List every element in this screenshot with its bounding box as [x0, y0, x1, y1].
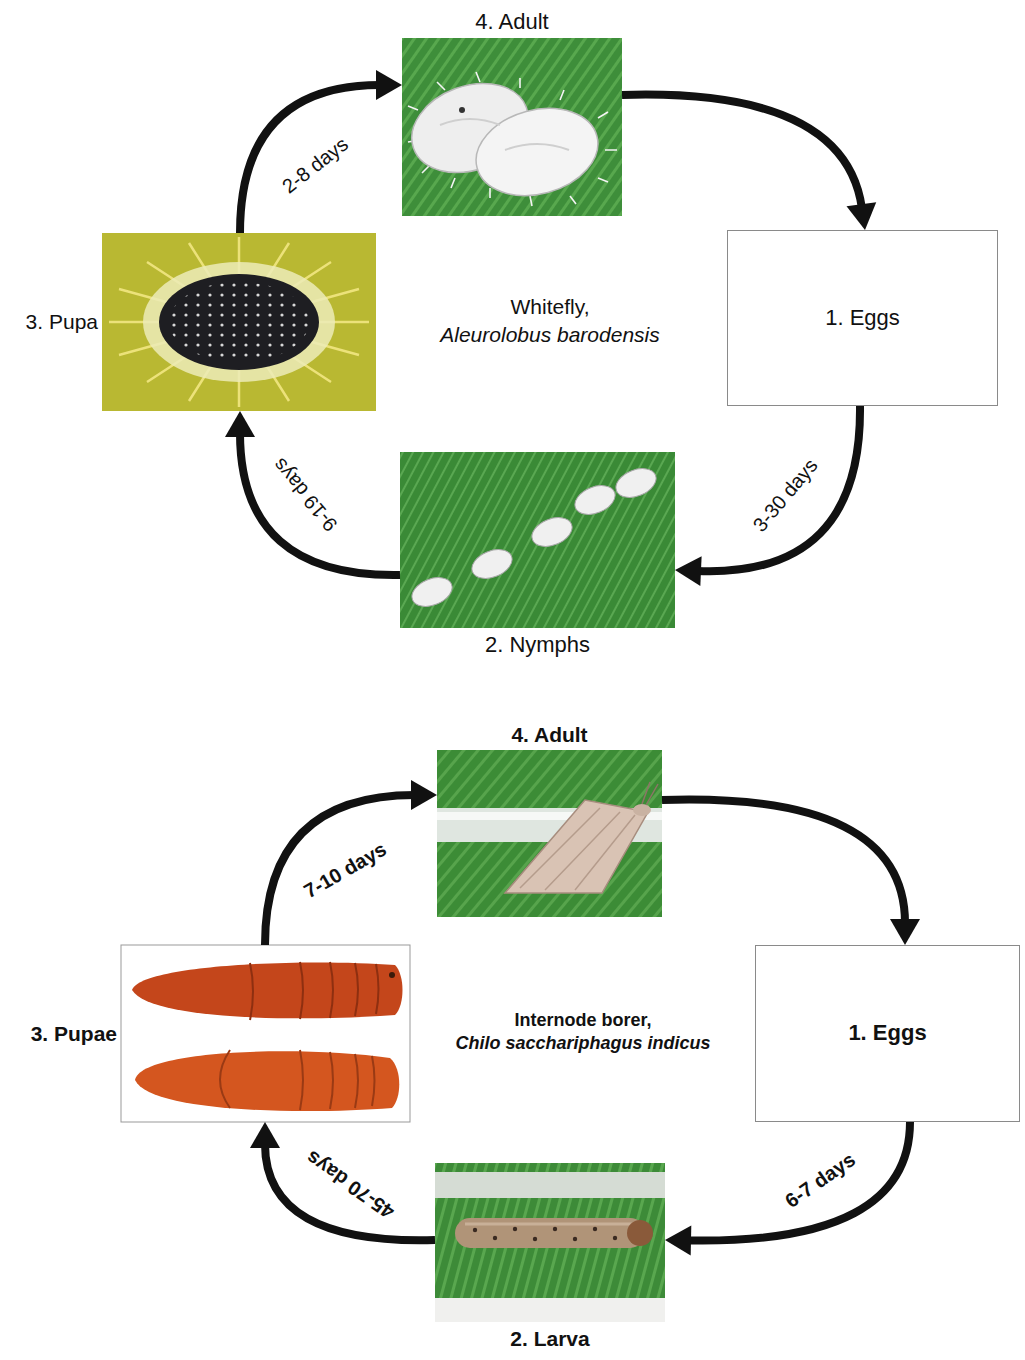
stage-label: 3. Pupae — [31, 1021, 117, 1046]
arrow-line — [687, 1122, 910, 1241]
arrow-head — [250, 1122, 280, 1148]
stage-photo: 2. Larva — [435, 1163, 665, 1322]
whitefly-pupa-photo-part — [143, 262, 335, 382]
moth-larva-photo-part — [627, 1220, 653, 1246]
arrow-line — [662, 800, 905, 923]
arrow-head — [847, 202, 877, 230]
moth-adult-photo-part — [633, 804, 651, 816]
moth-pupae-photo-part — [135, 1051, 399, 1111]
moth-larva-photo — [435, 1163, 665, 1322]
cycle-arrow — [250, 1122, 435, 1240]
stage-photo: 4. Adult — [402, 38, 622, 216]
arrow-head — [890, 919, 920, 945]
moth-adult-photo-part — [520, 808, 635, 890]
moth-adult-photo-part — [437, 750, 662, 917]
whitefly-nymphs-photo-part — [400, 452, 675, 628]
duration-label: 2-8 days — [277, 132, 352, 198]
moth-larva-photo-part — [465, 1223, 640, 1226]
duration-label: 7-10 days — [300, 837, 391, 903]
whitefly-adult-photo-part — [459, 107, 465, 113]
stage-label: 2. Larva — [510, 1326, 589, 1351]
stage-label: 2. Nymphs — [485, 632, 590, 658]
whitefly-nymphs-photo-part — [571, 480, 620, 520]
whitefly-pupa-photo-part — [102, 233, 376, 411]
whitefly-nymphs-photo-part — [408, 572, 457, 612]
stage-label: 1. Eggs — [825, 305, 900, 331]
arrow-head — [225, 411, 255, 437]
duration-label: 9-19 days — [268, 454, 343, 537]
moth-larva-photo-part — [435, 1298, 665, 1322]
whitefly-nymphs-photo-part — [468, 544, 517, 584]
moth-pupae-photo-part — [250, 962, 379, 1020]
whitefly-adult-photo-part — [440, 119, 569, 150]
moth-larva-photo-part — [593, 1227, 597, 1231]
cycle-arrow — [265, 780, 437, 945]
cycle-arrow — [665, 1122, 910, 1256]
cycle-arrow — [675, 406, 860, 586]
duration-label: 6-7 days — [780, 1147, 859, 1213]
arrow-line — [622, 95, 862, 209]
moth-larva-photo-part — [513, 1227, 517, 1231]
stage-box: 1. Eggs — [755, 945, 1020, 1122]
arrow-line — [265, 795, 415, 945]
cycle-arrow — [225, 411, 400, 575]
stage-photo: 3. Pupae — [121, 945, 410, 1122]
moth-larva-photo-part — [435, 1172, 665, 1198]
moth-pupae-photo-part — [121, 945, 410, 1122]
whitefly-pupa-photo-part — [109, 237, 369, 407]
stage-label: 4. Adult — [475, 9, 548, 35]
arrow-head — [675, 556, 702, 586]
moth-adult-photo-part — [505, 800, 648, 893]
stage-photo: 3. Pupa — [102, 233, 376, 411]
arrow-line — [240, 85, 380, 233]
species-name: Internode borer, — [514, 1010, 651, 1032]
moth-pupae-photo-part — [389, 972, 395, 978]
moth-adult-photo-part — [642, 782, 658, 805]
stage-photo: 2. Nymphs — [400, 452, 675, 628]
stage-box: 1. Eggs — [727, 230, 998, 406]
whitefly-nymphs-photo-part — [612, 463, 661, 503]
arrow-line — [697, 406, 860, 571]
duration-label: 3-30 days — [748, 454, 823, 537]
stage-photo: 4. Adult — [437, 750, 662, 917]
moth-larva-photo-part — [553, 1227, 557, 1231]
species-name: Aleurolobus barodensis — [440, 322, 659, 347]
species-name: Whitefly, — [511, 294, 590, 319]
moth-pupae-photo-part — [132, 962, 403, 1018]
moth-larva-photo-part — [573, 1237, 577, 1241]
moth-larva-photo-part — [455, 1218, 645, 1248]
moth-larva-photo-part — [613, 1236, 617, 1240]
arrow-line — [240, 433, 400, 575]
whitefly-pupa-photo-part — [159, 274, 319, 370]
whitefly-pupa-photo — [102, 233, 376, 411]
species-name: Chilo sacchariphagus indicus — [455, 1033, 710, 1055]
whitefly-adult-photo — [399, 38, 622, 216]
whitefly-nymphs-photo — [400, 452, 675, 628]
moth-larva-photo-part — [435, 1163, 665, 1322]
moth-pupae-photo-part — [220, 1050, 375, 1110]
moth-larva-photo-part — [533, 1237, 537, 1241]
duration-label: 45-70 days — [301, 1146, 399, 1224]
arrow-line — [265, 1144, 435, 1240]
whitefly-pupa-photo-part — [169, 282, 309, 362]
moth-pupae-photo — [121, 945, 410, 1122]
whitefly-adult-photo-part — [466, 95, 608, 208]
arrow-head — [376, 70, 402, 100]
stage-label: 3. Pupa — [26, 309, 98, 334]
moth-larva-photo-part — [493, 1236, 497, 1240]
arrow-head — [411, 780, 437, 810]
moth-adult-photo — [437, 750, 662, 917]
cycle-arrow — [662, 800, 920, 945]
stage-label: 1. Eggs — [848, 1020, 926, 1046]
cycle-arrow — [240, 70, 402, 233]
whitefly-nymphs-photo-part — [528, 512, 577, 552]
arrow-head — [665, 1226, 691, 1256]
cycle-arrow — [622, 95, 876, 230]
moth-larva-photo-part — [473, 1228, 477, 1232]
stage-label: 4. Adult — [511, 722, 587, 747]
